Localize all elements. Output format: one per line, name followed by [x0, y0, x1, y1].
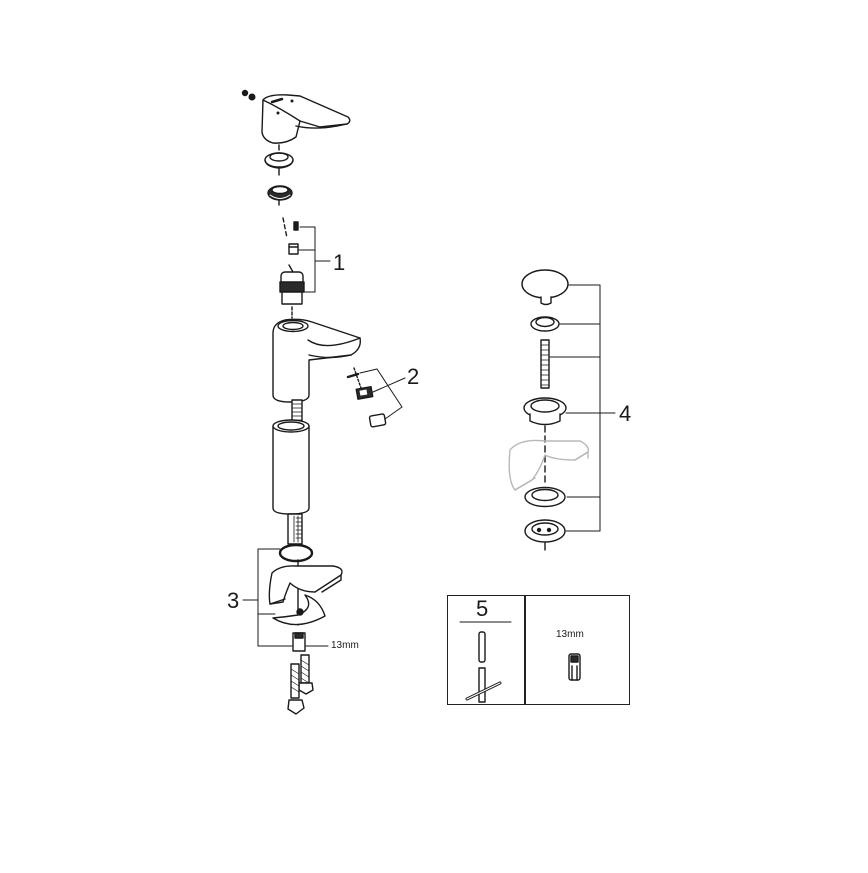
pop-up-waste	[521, 269, 569, 486]
callout-bracket-2	[359, 368, 406, 420]
waste-lower	[524, 486, 566, 551]
cover-cap	[264, 152, 294, 169]
callout-bracket-3	[242, 548, 329, 647]
spanner-tool-drawing	[459, 621, 512, 703]
tool-box-divider	[524, 596, 526, 704]
tool-box	[447, 595, 630, 705]
mounting-nut-size-label: 13mm	[331, 640, 359, 651]
basin-ghost	[508, 439, 590, 491]
supply-hoses	[287, 654, 314, 715]
lever-handle	[241, 89, 351, 144]
callout-bracket-1	[297, 226, 331, 293]
callout-label-5: 5	[476, 596, 489, 621]
tool-socket-size-label: 13mm	[556, 629, 584, 640]
cartridge-set	[279, 217, 305, 305]
callout-label-2: 2	[407, 364, 420, 389]
socket-insert-drawing	[568, 653, 581, 681]
callout-label-3: 3	[227, 588, 240, 613]
callout-label-1: 1	[333, 250, 346, 275]
aerator-set	[346, 367, 387, 428]
threaded-column	[272, 399, 310, 545]
callout-bracket-4	[549, 284, 616, 532]
cap-nut	[267, 185, 293, 201]
faucet-body	[272, 306, 361, 403]
mounting-kit	[268, 543, 343, 652]
callout-label-4: 4	[619, 401, 632, 426]
